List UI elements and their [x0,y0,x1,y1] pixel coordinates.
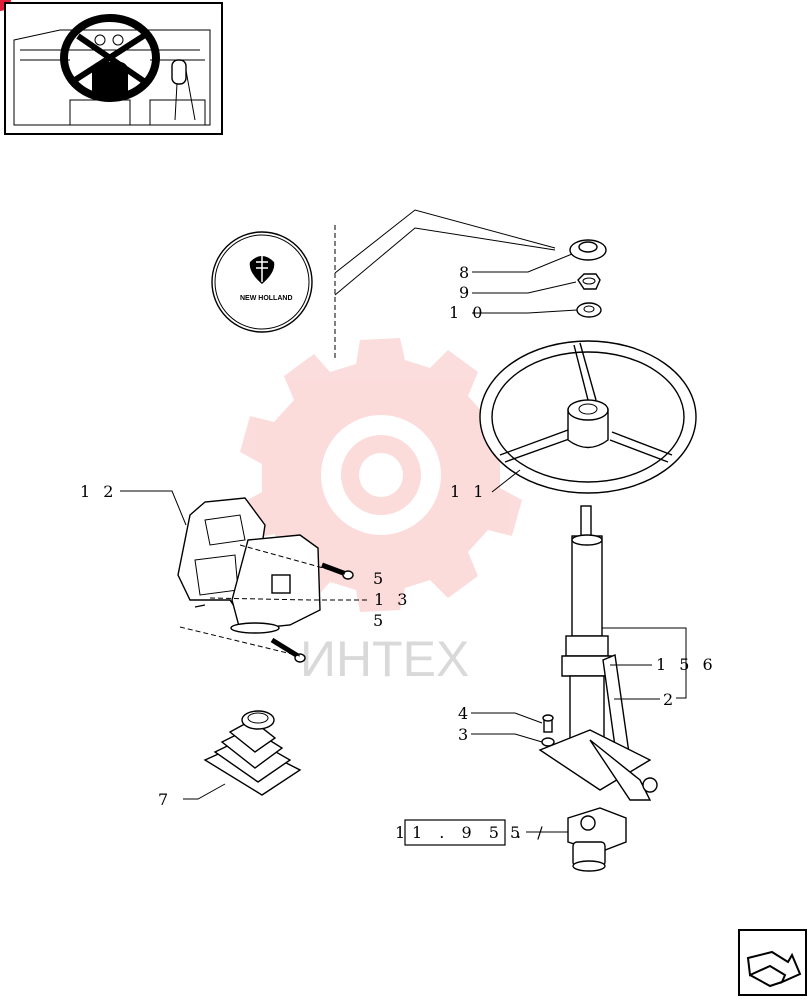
gear-boot-part [203,710,302,796]
steering-wheel-part [479,340,697,494]
steering-valve-part [567,807,627,872]
callout-12: 1 2 [80,482,117,501]
callout-5a: 5 [373,569,387,588]
bolt-part [541,714,555,747]
reference-suffix: 5 / [510,823,549,842]
callout-10: 1 0 [449,303,486,322]
callout-5b: 5 [373,611,387,630]
reference-callout[interactable]: 1 1 . 9 5 . 5 / [395,819,549,846]
callout-3: 3 [458,725,472,744]
nut-part [577,273,601,290]
callout-8: 8 [459,263,473,282]
callout-13: 1 3 [374,590,411,609]
steering-column-part [538,505,658,801]
watermark-text: ИНТЕХ [300,631,469,687]
callout-156: 1 5 6 [656,655,717,674]
callout-11: 1 1 [450,482,487,501]
callout-7: 7 [158,790,172,809]
reference-prefix: 1 [395,823,411,842]
horn-cap-part [569,239,607,261]
column-cover-part [177,497,321,634]
washer-part [576,302,602,318]
cab-thumbnail-icon[interactable] [4,2,223,135]
callout-4: 4 [458,704,472,723]
callout-9: 9 [459,283,473,302]
reference-boxed: 1 . 9 5 . [412,823,527,842]
next-page-arrow-icon[interactable] [738,929,807,996]
cover-bolt-part [270,562,354,663]
logo-text: NEW HOLLAND [240,295,293,302]
new-holland-logo-icon: NEW HOLLAND [211,231,313,333]
callout-2: 2 [663,690,677,709]
